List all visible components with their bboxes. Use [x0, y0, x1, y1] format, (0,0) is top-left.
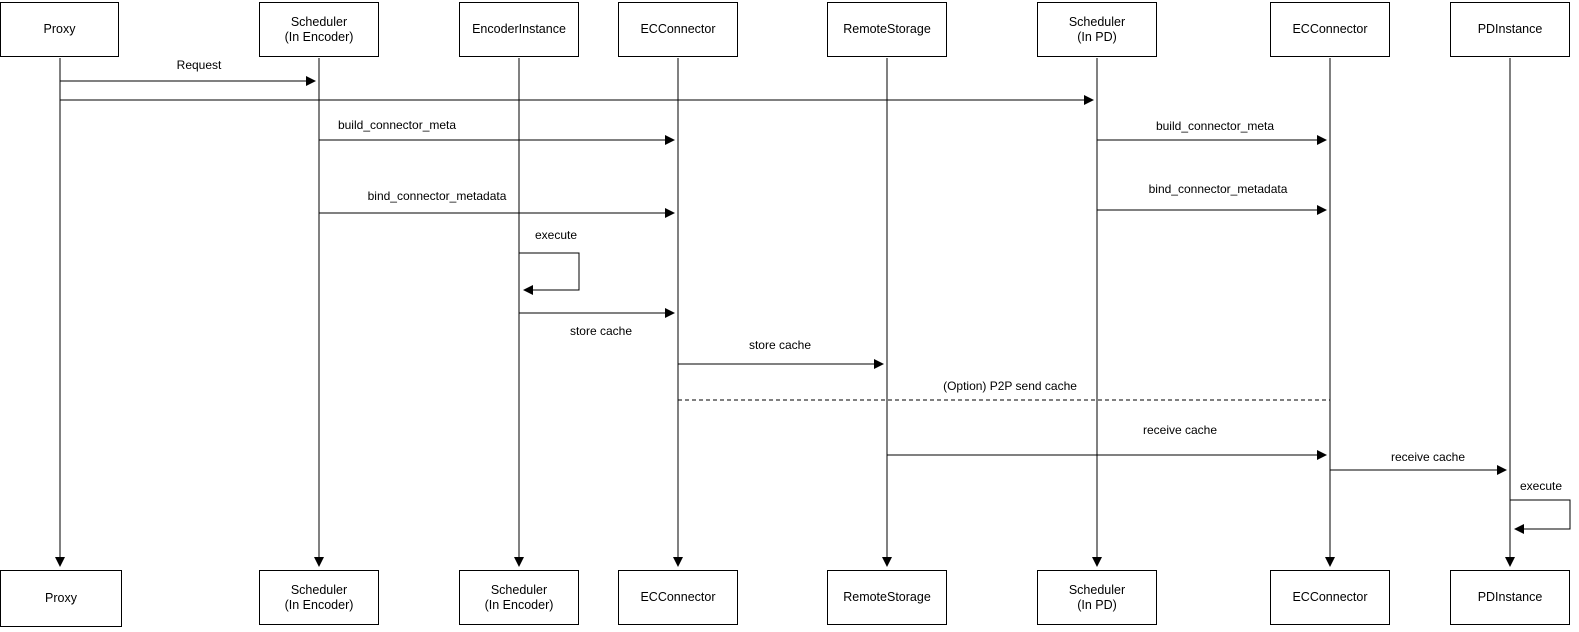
participant-bottom-proxy: Proxy — [0, 570, 122, 627]
participant-bottom-scheduler-encoder: Scheduler (In Encoder) — [259, 570, 379, 625]
message-label-receive-cache-2: receive cache — [1388, 450, 1468, 464]
message-label-bind-connector-metadata-encoder: bind_connector_metadata — [365, 189, 509, 203]
message-label-store-cache-1: store cache — [567, 324, 635, 338]
participant-label: Scheduler (In Encoder) — [284, 14, 354, 44]
participant-label: ECConnector — [640, 22, 716, 36]
participant-label: Scheduler (In Encoder) — [484, 582, 554, 612]
participant-label: Scheduler (In PD) — [1068, 14, 1126, 44]
message-label-execute-encoder: execute — [532, 228, 580, 242]
participant-bottom-ec-connector-pd: ECConnector — [1270, 570, 1390, 625]
participant-top-ec-connector-pd: ECConnector — [1270, 2, 1390, 57]
participant-top-encoder-instance: EncoderInstance — [459, 2, 579, 57]
message-label-request: Request — [174, 58, 224, 72]
message-label-build-connector-meta-encoder: build_connector_meta — [335, 118, 459, 132]
self-loop-execute-pd — [1510, 499, 1571, 534]
participant-bottom-remote-storage: RemoteStorage — [827, 570, 947, 625]
participant-top-remote-storage: RemoteStorage — [827, 2, 947, 57]
participant-label: ECConnector — [1292, 590, 1368, 604]
message-label-store-cache-2: store cache — [746, 338, 814, 352]
participant-label: ECConnector — [640, 590, 716, 604]
participant-label: Proxy — [43, 22, 76, 36]
participant-top-scheduler-pd: Scheduler (In PD) — [1037, 2, 1157, 57]
self-loop-execute-encoder — [519, 252, 580, 295]
participant-top-scheduler-encoder: Scheduler (In Encoder) — [259, 2, 379, 57]
participant-label: RemoteStorage — [843, 590, 931, 604]
message-label-p2p-send-cache: (Option) P2P send cache — [941, 379, 1079, 393]
participant-label: PDInstance — [1477, 590, 1543, 604]
message-label-build-connector-meta-pd: build_connector_meta — [1153, 119, 1277, 133]
participant-top-ec-connector-encoder: ECConnector — [618, 2, 738, 57]
participant-label: Scheduler (In PD) — [1068, 582, 1126, 612]
participant-label: ECConnector — [1292, 22, 1368, 36]
participant-bottom-scheduler-encoder-2: Scheduler (In Encoder) — [459, 570, 579, 625]
participant-top-proxy: Proxy — [0, 2, 119, 57]
participant-bottom-scheduler-pd: Scheduler (In PD) — [1037, 570, 1157, 625]
participant-bottom-pd-instance: PDInstance — [1450, 570, 1570, 625]
participant-label: Scheduler (In Encoder) — [284, 582, 354, 612]
message-label-bind-connector-metadata-pd: bind_connector_metadata — [1146, 182, 1290, 196]
participant-label: EncoderInstance — [472, 22, 566, 36]
participant-bottom-ec-connector-encoder: ECConnector — [618, 570, 738, 625]
participant-top-pd-instance: PDInstance — [1450, 2, 1570, 57]
message-label-execute-pd: execute — [1517, 479, 1565, 493]
participant-label: PDInstance — [1477, 22, 1543, 36]
participant-label: Proxy — [45, 591, 77, 605]
message-label-receive-cache-1: receive cache — [1140, 423, 1220, 437]
participant-label: RemoteStorage — [843, 22, 931, 36]
